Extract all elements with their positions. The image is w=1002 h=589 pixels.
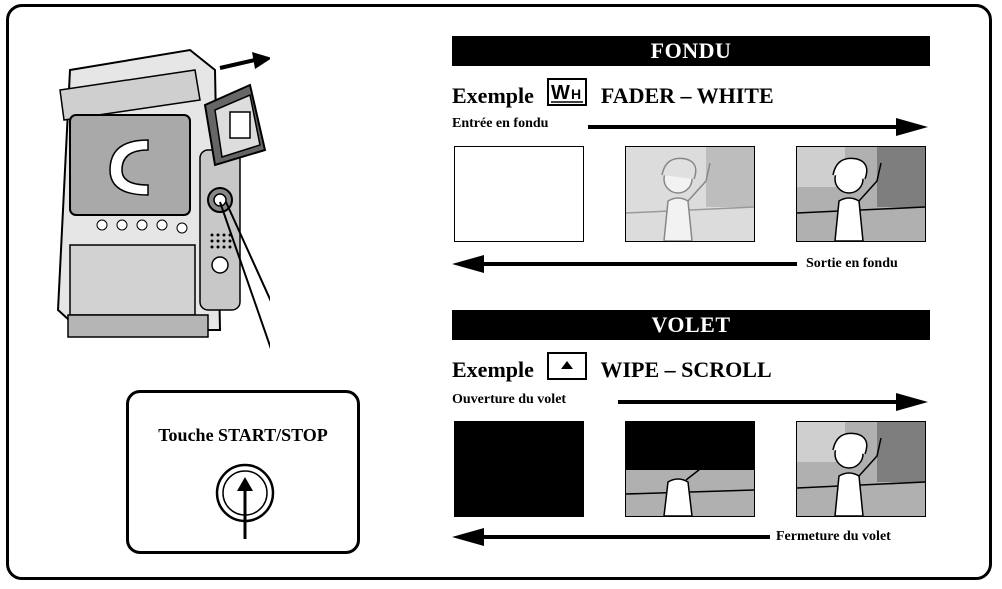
wipe-scroll-icon xyxy=(547,352,588,388)
wipe-full-scene xyxy=(797,422,925,516)
fondu-example-word: Exemple xyxy=(452,83,534,109)
volet-panel-half xyxy=(625,421,755,517)
fondu-mode-label: FADER – WHITE xyxy=(600,83,774,109)
page-frame xyxy=(6,4,992,580)
wipe-half-scene xyxy=(626,422,754,516)
volet-out-arrow xyxy=(452,528,770,546)
fondu-title-bar: FONDU xyxy=(452,36,930,66)
volet-panel-full xyxy=(796,421,926,517)
fondu-example-line: Exemple W H FADER – WHITE xyxy=(452,78,774,118)
svg-text:W: W xyxy=(551,82,570,104)
fondu-panel-partial xyxy=(625,146,755,242)
fade-partial-scene xyxy=(626,147,754,241)
svg-text:H: H xyxy=(571,86,581,102)
start-stop-label: Touche START/STOP xyxy=(158,425,328,445)
fondu-out-label: Sortie en fondu xyxy=(806,256,898,271)
volet-example-word: Exemple xyxy=(452,357,534,383)
fade-full-scene xyxy=(797,147,925,241)
fondu-in-label: Entrée en fondu xyxy=(452,116,549,131)
fondu-panel-full xyxy=(796,146,926,242)
volet-in-arrow xyxy=(618,393,928,411)
fondu-in-arrow xyxy=(588,118,928,136)
volet-panel-black xyxy=(454,421,584,517)
fondu-panel-blank xyxy=(454,146,584,242)
start-stop-button-icon xyxy=(215,463,275,539)
volet-mode-label: WIPE – SCROLL xyxy=(600,357,772,383)
volet-example-line: Exemple WIPE – SCROLL xyxy=(452,352,772,392)
volet-out-label: Fermeture du volet xyxy=(776,529,891,544)
volet-in-label: Ouverture du volet xyxy=(452,392,567,407)
fondu-out-arrow xyxy=(452,255,797,273)
camcorder-illustration xyxy=(56,48,270,349)
volet-title-bar: VOLET xyxy=(452,310,930,340)
fader-white-icon: W H xyxy=(547,78,588,114)
start-stop-callout: Touche START/STOP xyxy=(126,390,360,554)
